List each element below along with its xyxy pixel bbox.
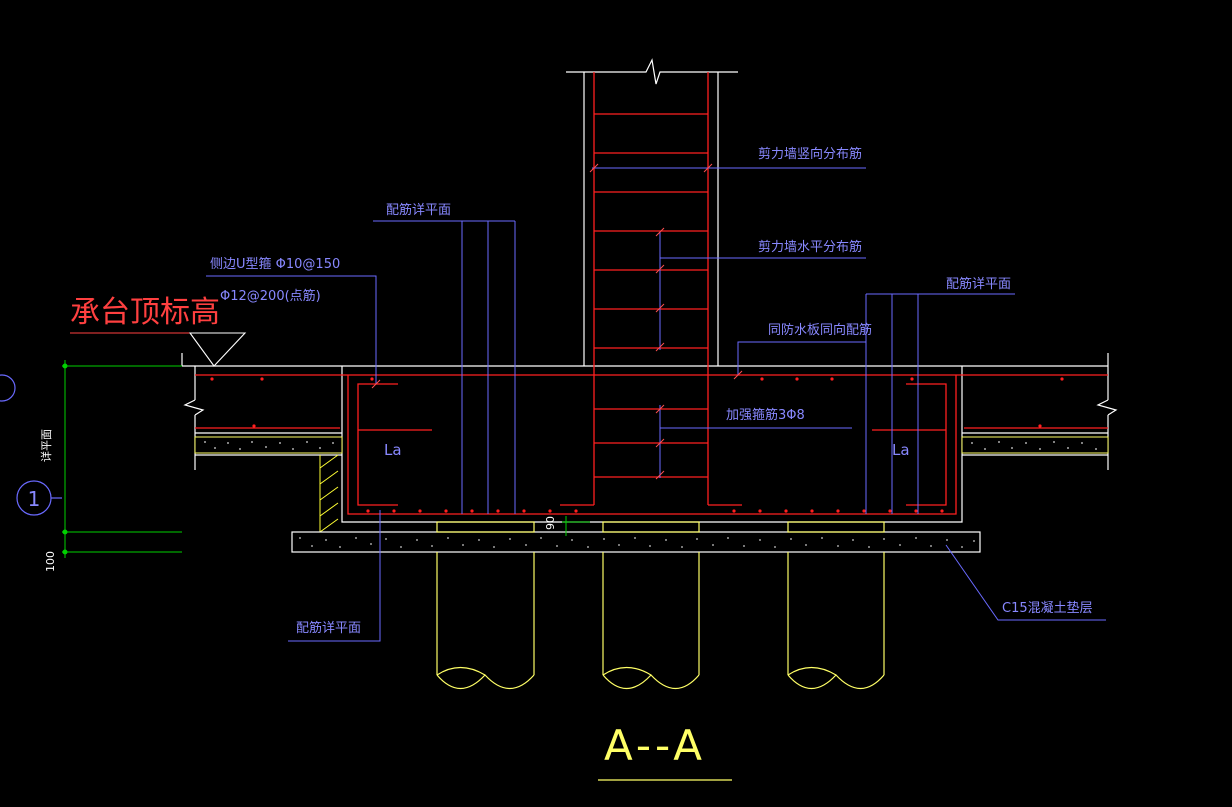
- pile-head-left: [436, 521, 535, 533]
- shear-wall: [566, 58, 738, 366]
- elevation-label: 承台顶标高: [70, 295, 220, 330]
- la-right-label: La: [892, 441, 910, 459]
- break-symbol: [566, 58, 738, 85]
- rebar-note-top-left: 配筋详平面: [386, 202, 451, 218]
- axis-marker: [0, 374, 62, 516]
- rebar-note-bottom: 配筋详平面: [296, 620, 361, 636]
- leader-lines: [206, 167, 1106, 642]
- earth-hatch: [319, 454, 339, 533]
- wall-vertical-rebar-label: 剪力墙竖向分布筋: [758, 146, 862, 162]
- la-left-label: La: [384, 441, 402, 459]
- gap-dim-value: 90: [544, 516, 557, 530]
- c15-cushion-label: C15混凝土垫层: [1002, 600, 1093, 616]
- pile-center: [602, 552, 700, 689]
- rebar: [195, 72, 1108, 515]
- piles: [436, 521, 885, 689]
- pile-left: [436, 552, 535, 689]
- pile-head-center: [602, 521, 700, 533]
- point-bar-label: Φ12@200(点筋): [220, 288, 321, 304]
- rebar-note-top-right: 配筋详平面: [946, 276, 1011, 292]
- left-dim-value: 100: [44, 551, 57, 572]
- u-stirrup-label: 侧边U型箍 Φ10@150: [210, 256, 340, 272]
- pile-right: [787, 552, 885, 689]
- pile-head-right: [787, 521, 885, 533]
- leader-ticks: [371, 163, 743, 480]
- axis-marker-number: 1: [28, 487, 41, 511]
- left-dim-text: 详平面: [39, 429, 53, 462]
- section-title: A--A: [604, 721, 706, 770]
- waterproof-board-label: 同防水板同向配筋: [768, 322, 872, 338]
- c15-cushion: [291, 531, 981, 553]
- left-dimension: [62, 360, 182, 558]
- gap-dimension: [562, 516, 590, 536]
- rebar-dots: [210, 377, 1064, 513]
- wall-horizontal-rebar-label: 剪力墙水平分布筋: [758, 239, 862, 255]
- slab-cushion: [194, 436, 1109, 454]
- added-stirrup-label: 加强箍筋3Φ8: [726, 407, 805, 423]
- elevation-symbol: [70, 332, 247, 367]
